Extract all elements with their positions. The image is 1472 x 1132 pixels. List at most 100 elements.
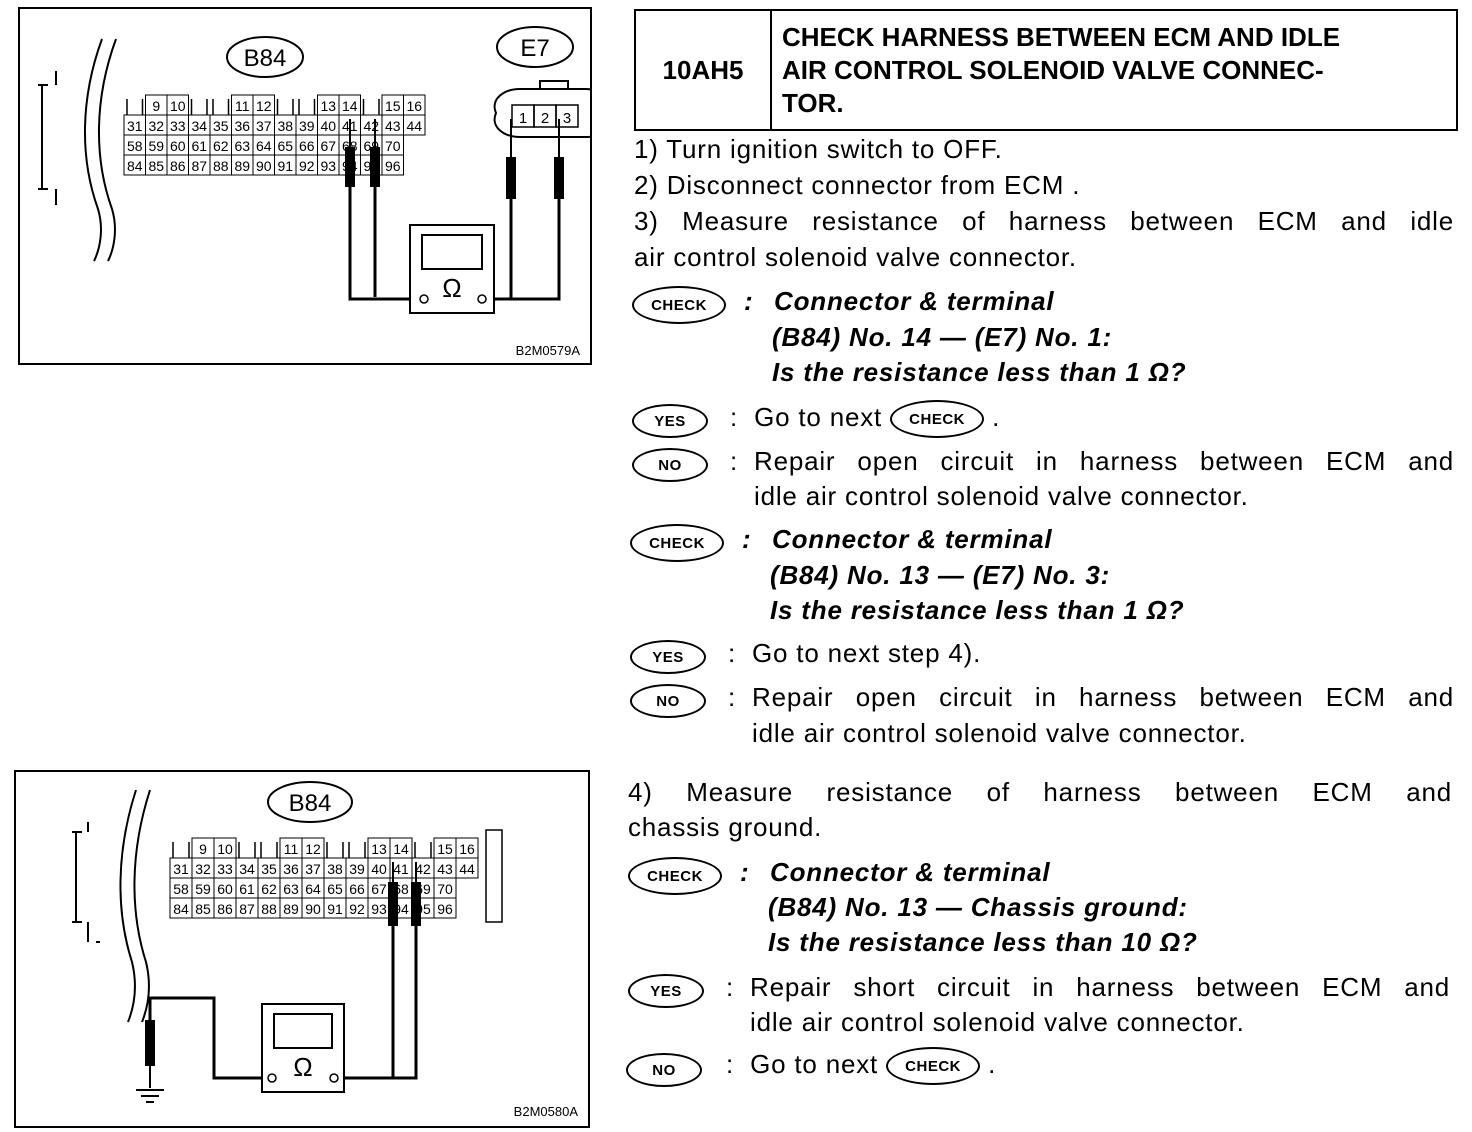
ecm-pin-number: 42 (363, 118, 379, 134)
connector-e7-label: E7 (520, 35, 549, 62)
check-3-line-3: Is the resistance less than 10 Ω? (768, 927, 1198, 957)
ecm-pin-number: 93 (320, 158, 336, 174)
test-lead (348, 187, 424, 301)
ecm-pin-cell (455, 857, 479, 879)
ecm-pin-number: 12 (305, 841, 321, 857)
check-3-no-suffix: . (988, 1049, 997, 1079)
yes-badge: YES (632, 404, 708, 438)
ecm-pin-number: 12 (256, 98, 272, 114)
check-badge-inline: CHECK (890, 400, 985, 439)
ecm-pin-number: 11 (235, 98, 250, 114)
ecm-pin-number: 64 (256, 138, 272, 154)
ecm-pin-number: 40 (320, 118, 336, 134)
no-badge: NO (632, 448, 708, 482)
check-3-line-1: Connector & terminal (770, 857, 1051, 887)
colon: : (730, 402, 755, 432)
ecm-pin-number: 37 (256, 118, 272, 134)
ecm-pin-number: 9 (152, 98, 160, 114)
ecm-pin-number: 39 (349, 861, 365, 877)
ecm-pin-number: 33 (170, 118, 186, 134)
ecm-pin-number: 39 (299, 118, 315, 134)
ecm-pin-number: 70 (385, 138, 401, 154)
ecm-pin-number: 61 (239, 881, 255, 897)
ecm-pin-grid: 9101112131415163132333435363738394041424… (123, 94, 426, 176)
probe (411, 882, 421, 926)
connector-b84-label: B84 (289, 790, 332, 817)
check-3-line-2: (B84) No. 13 — Chassis ground: (768, 892, 1188, 922)
test-lead (511, 199, 561, 301)
ecm-pin-number: 63 (283, 881, 299, 897)
step-3-line-1: 3) Measure resistance of harness between… (634, 206, 1454, 236)
ecm-pin-number: 60 (170, 138, 186, 154)
yes-badge: YES (628, 974, 704, 1008)
ecm-pin-number: 90 (305, 901, 321, 917)
ecm-body-outline (72, 822, 100, 943)
yes-badge: YES (630, 640, 706, 674)
ecm-pin-cell (381, 154, 404, 176)
ecm-pin-number: 93 (371, 901, 387, 917)
check-badge: CHECK (632, 286, 726, 324)
no-badge: NO (630, 684, 706, 718)
break-line (119, 789, 137, 1023)
check-badge-inline: CHECK (886, 1047, 981, 1086)
check-2-no-line-1: Repair open circuit in harness between E… (752, 682, 1454, 712)
ecm-pin-number: 92 (299, 158, 315, 174)
check-2-no-line-2: idle air control solenoid valve connecto… (752, 718, 1247, 748)
check-3-yes-line-2: idle air control solenoid valve connecto… (750, 1007, 1245, 1037)
ecm-pin-gap (414, 842, 432, 858)
no-badge: NO (626, 1053, 702, 1087)
colon: : (728, 638, 737, 668)
connector-b84-label: B84 (244, 45, 287, 72)
e7-latch (539, 80, 569, 90)
probe (388, 882, 398, 926)
ecm-pin-number: 62 (213, 138, 229, 154)
step-3-line-2: air control solenoid valve connector. (634, 242, 1077, 272)
step-header: 10AH5 CHECK HARNESS BETWEEN ECM AND IDLE… (634, 9, 1458, 131)
ecm-pin-number: 66 (349, 881, 365, 897)
connector-label-oval (267, 781, 353, 823)
ecm-pin-number: 32 (195, 861, 211, 877)
e7-pin-1: 1 (519, 110, 527, 127)
ecm-pin-number: 84 (127, 158, 143, 174)
e7-connector-body (493, 88, 590, 138)
ecm-pin-gap (276, 99, 294, 115)
ecm-pin-number: 85 (148, 158, 164, 174)
e7-pin-cell (555, 104, 579, 128)
ecm-pin-number: 90 (256, 158, 272, 174)
ecm-pin-number: 10 (170, 98, 186, 114)
ecm-pin-number: 31 (127, 118, 143, 134)
check-3-no: : Go to next CHECK . (726, 1047, 997, 1086)
ecm-pin-number: 36 (283, 861, 299, 877)
ecm-pin-number: 33 (217, 861, 233, 877)
ecm-pin-number: 16 (406, 98, 422, 114)
ecm-pin-number: 43 (385, 118, 401, 134)
ecm-pin-number: 67 (371, 881, 387, 897)
ecm-pin-gap (126, 99, 144, 115)
step-4-line-2: chassis ground. (628, 812, 823, 842)
ecm-pin-number: 43 (437, 861, 453, 877)
ecm-pin-number: 96 (385, 158, 401, 174)
probe (345, 147, 355, 187)
ecm-pin-number: 58 (127, 138, 143, 154)
ecm-pin-number: 44 (459, 861, 475, 877)
colon: : (730, 446, 739, 476)
check-colon: : (740, 857, 750, 887)
ecm-pin-number: 96 (437, 901, 453, 917)
check-2-yes: Go to next step 4). (752, 638, 982, 668)
ecm-pin-number: 63 (234, 138, 250, 154)
probe (370, 147, 380, 187)
figure-id: B2M0580A (514, 1104, 579, 1119)
check-2-line-3: Is the resistance less than 1 Ω? (770, 595, 1185, 625)
connector-label-oval (226, 36, 304, 78)
ecm-pin-number: 65 (327, 881, 343, 897)
ecm-pin-number: 86 (217, 901, 233, 917)
break-line (84, 38, 103, 262)
ohmmeter-terminal (477, 294, 487, 304)
ecm-pin-number: 38 (277, 118, 293, 134)
ecm-pin-gap (190, 99, 208, 115)
